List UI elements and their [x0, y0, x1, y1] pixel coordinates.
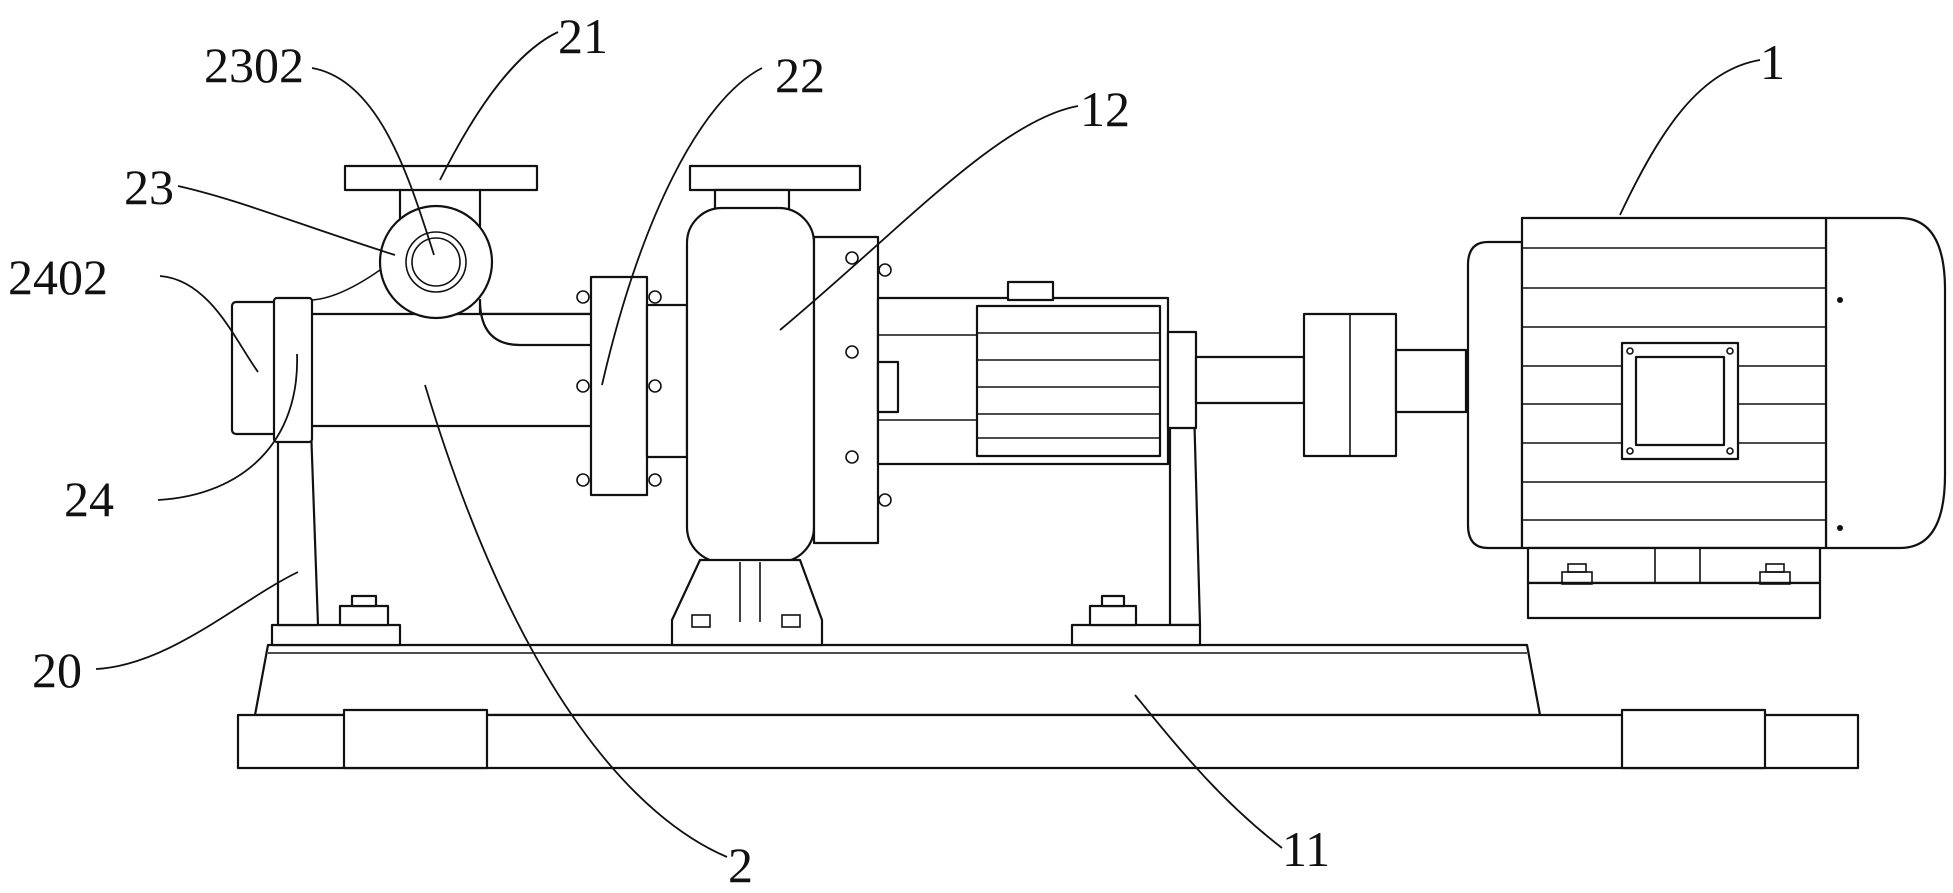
label-middle-flange: 22: [775, 47, 825, 103]
base-frame: [236, 643, 1860, 770]
label-inlet-housing: 23: [124, 159, 174, 215]
label-outlet-flange: 21: [558, 8, 608, 64]
label-base: 11: [1282, 821, 1330, 877]
middle-flange: [576, 275, 689, 497]
pump-volute: [670, 164, 892, 647]
motor: [1466, 216, 1947, 620]
pump-intake-body: [230, 164, 596, 444]
label-end-cover: 24: [64, 471, 114, 527]
label-inlet-bore: 2302: [204, 37, 304, 93]
label-end-plate: 2402: [8, 249, 108, 305]
label-motor: 1: [1760, 34, 1785, 90]
label-support: 20: [32, 642, 82, 698]
bearing-housing: [876, 280, 1170, 466]
reference-numerals: 1 11 12 2 20 21 22 23 2302 24 2402: [8, 8, 1785, 893]
label-coupling-guard: 12: [1080, 81, 1130, 137]
label-pump-body: 2: [728, 837, 753, 893]
leader-lines: [95, 31, 1761, 858]
left-support: [270, 398, 402, 647]
shaft-coupling: [1166, 312, 1468, 458]
